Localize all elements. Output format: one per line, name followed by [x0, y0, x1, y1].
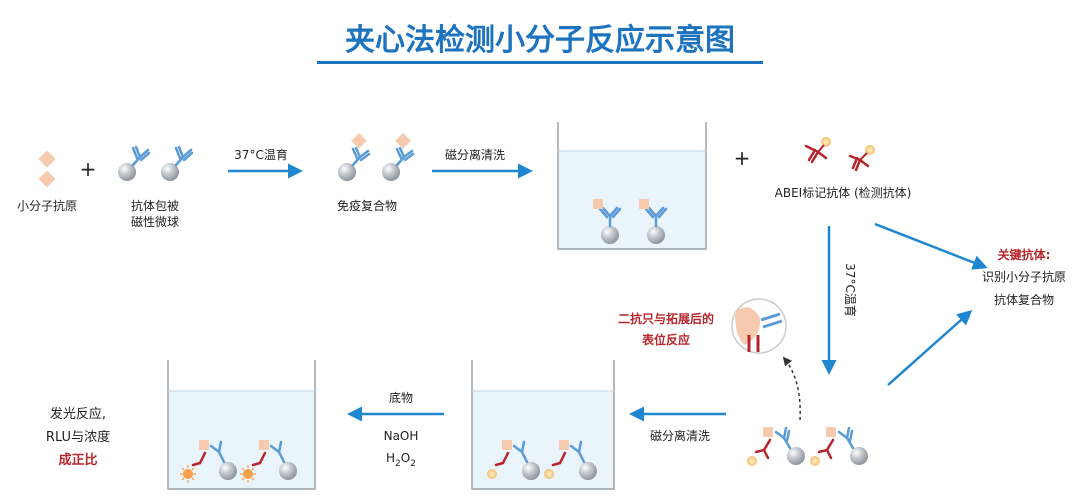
- immune-complex-label: 免疫复合物: [337, 198, 397, 213]
- bead-label-line2: 磁性微球: [131, 214, 179, 229]
- secondary-note-line2: 表位反应: [641, 332, 690, 347]
- reaction-cuvette: [557, 122, 707, 250]
- plus-sign: +: [80, 157, 97, 181]
- coated-bead-icon: [161, 145, 194, 181]
- reagent-naoh: NaOH: [384, 429, 419, 443]
- plus-sign: +: [734, 146, 751, 170]
- epitope-magnifier-icon: [731, 298, 787, 354]
- abei-antibody-label: ABEI标记抗体 (检测抗体): [775, 185, 912, 200]
- step-incubate-1: 37°C温育: [234, 147, 288, 162]
- immune-complex-icon: [338, 132, 371, 181]
- reagent-h2o2: H2O2: [386, 451, 416, 469]
- sandwich-complex-icon: [747, 426, 805, 466]
- abei-labeled-antibody-icon: [848, 145, 875, 172]
- title-underline: [317, 61, 763, 64]
- sandwich-complex-icon: [544, 440, 597, 480]
- key-antibody-line2: 抗体复合物: [994, 292, 1054, 307]
- result-line1: 发光反应,: [50, 406, 106, 422]
- step-wash-1: 磁分离清洗: [445, 147, 505, 162]
- step-incubate-2: 37°C温育: [843, 263, 858, 317]
- key-antibody-title: 关键抗体:: [998, 247, 1051, 262]
- result-line2: RLU与浓度: [46, 429, 110, 445]
- abei-labeled-antibody-icon: [804, 137, 831, 164]
- secondary-note-line1: 二抗只与拓展后的: [618, 311, 714, 326]
- arrow-diagonal: [874, 222, 988, 270]
- luminescent-complex-icon: [180, 440, 237, 483]
- luminescent-complex-icon: [240, 440, 297, 483]
- sandwich-complex-icon: [810, 426, 868, 466]
- coated-bead-icon: [118, 145, 151, 181]
- immune-complex-icon: [593, 199, 622, 244]
- step-substrate: 底物: [389, 390, 413, 405]
- dashed-pointer-arrow: [782, 356, 801, 421]
- arrow-diagonal: [887, 310, 973, 386]
- sandwich-complex-icon: [487, 440, 540, 480]
- bead-label-line1: 抗体包被: [131, 198, 179, 213]
- immune-complex-icon: [382, 132, 415, 181]
- small-antigen-icon: [38, 150, 56, 188]
- step-wash-2: 磁分离清洗: [650, 428, 710, 443]
- result-line3: 成正比: [58, 452, 97, 468]
- key-antibody-line1: 识别小分子抗原: [982, 269, 1066, 284]
- small-antigen-label: 小分子抗原: [17, 198, 77, 213]
- diagram-title: 夹心法检测小分子反应示意图: [345, 23, 735, 58]
- immune-complex-icon: [639, 199, 668, 244]
